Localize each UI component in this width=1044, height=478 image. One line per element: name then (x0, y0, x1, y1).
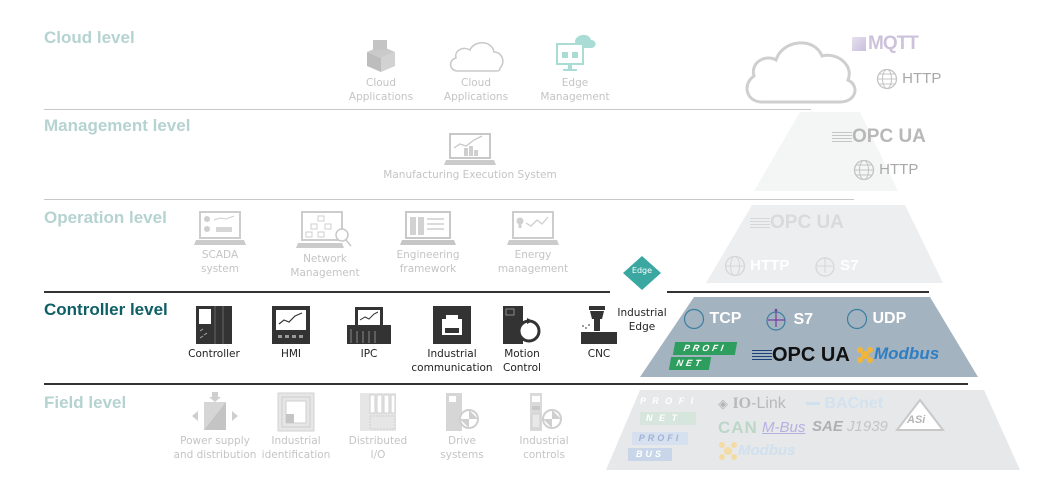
rfid-icon (277, 392, 315, 432)
protocol-s7-operation: S7 (814, 255, 859, 277)
controller-item-cnc: CNC (570, 305, 628, 361)
hmi-icon (272, 306, 310, 344)
mes-laptop-icon (444, 133, 496, 165)
pyramid (606, 112, 1020, 470)
bacnet-logo-icon (806, 402, 820, 406)
protocol-modbus-field: Modbus (718, 440, 796, 462)
pyramid-tier-controller (640, 297, 978, 377)
protocol-bacnet: BACnet (806, 395, 883, 413)
globe-icon (853, 159, 875, 181)
field-item-power-supply: Power supply and distribution (170, 392, 260, 462)
controller-icon (196, 306, 232, 344)
operation-item-network-management: Network Management (290, 210, 360, 280)
edge-diamond-icon (623, 256, 661, 290)
protocol-s7: S7 (765, 308, 813, 332)
controller-item-ipc: IPC (342, 305, 396, 361)
protocol-http-operation: HTTP (724, 255, 789, 277)
controller-item-industrial-communication: Industrial communication (400, 305, 504, 375)
field-profibus-logo: PROFI BUS (628, 432, 698, 464)
separator-controller-field (44, 383, 968, 385)
protocol-mqtt: MQTT (852, 33, 919, 55)
field-item-distributed-io: Distributed I/O (340, 392, 416, 462)
asi-triangle-icon (894, 398, 946, 431)
iolink-logo-icon: ◈ (718, 396, 728, 411)
protocol-opcua-management: OPC UA (832, 126, 926, 148)
cloud-outline-icon (745, 41, 857, 104)
distributed-io-icon (360, 393, 396, 431)
globe-icon (724, 255, 746, 277)
separator-management-operation (44, 199, 854, 200)
opcua-logo-icon (750, 217, 770, 228)
separator-operation-controller-mid (260, 291, 610, 293)
ethernet-port-icon (433, 306, 471, 344)
scada-laptop-icon (194, 211, 246, 245)
protocol-http-cloud: HTTP (876, 68, 941, 90)
cnc-icon (581, 306, 617, 344)
drive-icon (446, 393, 479, 431)
protocol-tcp: TCP (683, 308, 741, 330)
motion-control-icon (503, 306, 541, 344)
cloud-item-applications-2: Cloud Applications (440, 38, 512, 104)
industrial-controls-icon (530, 393, 562, 431)
protocol-opcua-controller: OPC UA (752, 344, 850, 367)
edge-management-icon (556, 34, 596, 71)
level-title-management: Management level (44, 116, 191, 135)
field-item-industrial-identification: Industrial identification (258, 392, 334, 462)
cloud-item-edge-management: Edge Management (536, 32, 614, 104)
protocol-iolink: ◈ IO-Link (718, 395, 786, 412)
protocol-opcua-operation: OPC UA (750, 212, 844, 234)
pyramid-tier-management (754, 112, 898, 191)
cloud-icon (449, 42, 504, 72)
controller-item-hmi: HMI (264, 305, 318, 361)
protocol-udp: UDP (846, 308, 906, 330)
cloud-item-applications-1: Cloud Applications (345, 38, 417, 104)
ipc-icon (347, 307, 391, 344)
operation-item-scada: SCADA system (186, 210, 254, 276)
boxes-icon (367, 40, 395, 72)
mqtt-logo-icon (852, 36, 866, 51)
protocol-sae-j1939: SAE J1939 (812, 418, 888, 435)
industrial-edge-badge: Edge (622, 256, 662, 290)
separator-operation-controller-right (667, 291, 929, 293)
s7-logo-icon (815, 257, 835, 277)
field-item-industrial-controls: Industrial controls (508, 392, 580, 462)
separator-operation-controller-left (44, 291, 260, 293)
level-title-cloud: Cloud level (44, 28, 135, 47)
opcua-logo-icon (832, 131, 852, 142)
network-laptop-icon (296, 211, 352, 248)
separator-cloud-management (44, 109, 811, 110)
operation-item-engineering-framework: Engineering framework (392, 210, 464, 276)
industrial-edge-label: Industrial Edge (617, 307, 667, 333)
field-item-drive-systems: Drive systems (424, 392, 500, 462)
controller-item-motion-control: Motion Control (492, 305, 552, 375)
globe-icon (876, 68, 898, 90)
modbus-logo-icon (857, 346, 873, 363)
level-title-operation: Operation level (44, 208, 167, 227)
profinet-logo: PROFI NET (668, 342, 738, 372)
engineering-laptop-icon (400, 211, 456, 245)
controller-item-controller: Controller (184, 305, 244, 361)
modbus-logo-icon (719, 442, 737, 460)
level-title-field: Field level (44, 393, 127, 412)
field-profinet-logo: P R O F I N E T (640, 396, 696, 425)
opcua-logo-icon (752, 349, 772, 362)
protocol-mbus: M-Bus (762, 419, 806, 436)
protocol-http-management: HTTP (853, 159, 918, 181)
protocol-modbus: Modbus (856, 344, 939, 365)
asi-logo: ASi (894, 398, 946, 434)
power-supply-icon (192, 392, 238, 430)
tcp-logo-icon (683, 308, 705, 330)
operation-item-energy-management: Energy management (495, 210, 571, 276)
udp-logo-icon (846, 308, 868, 330)
s7-logo-icon (766, 308, 786, 331)
protocol-can: CAN (718, 418, 758, 437)
management-item-mes: Manufacturing Execution System (370, 132, 570, 182)
energy-laptop-icon (507, 211, 559, 245)
level-title-controller: Controller level (44, 300, 168, 319)
